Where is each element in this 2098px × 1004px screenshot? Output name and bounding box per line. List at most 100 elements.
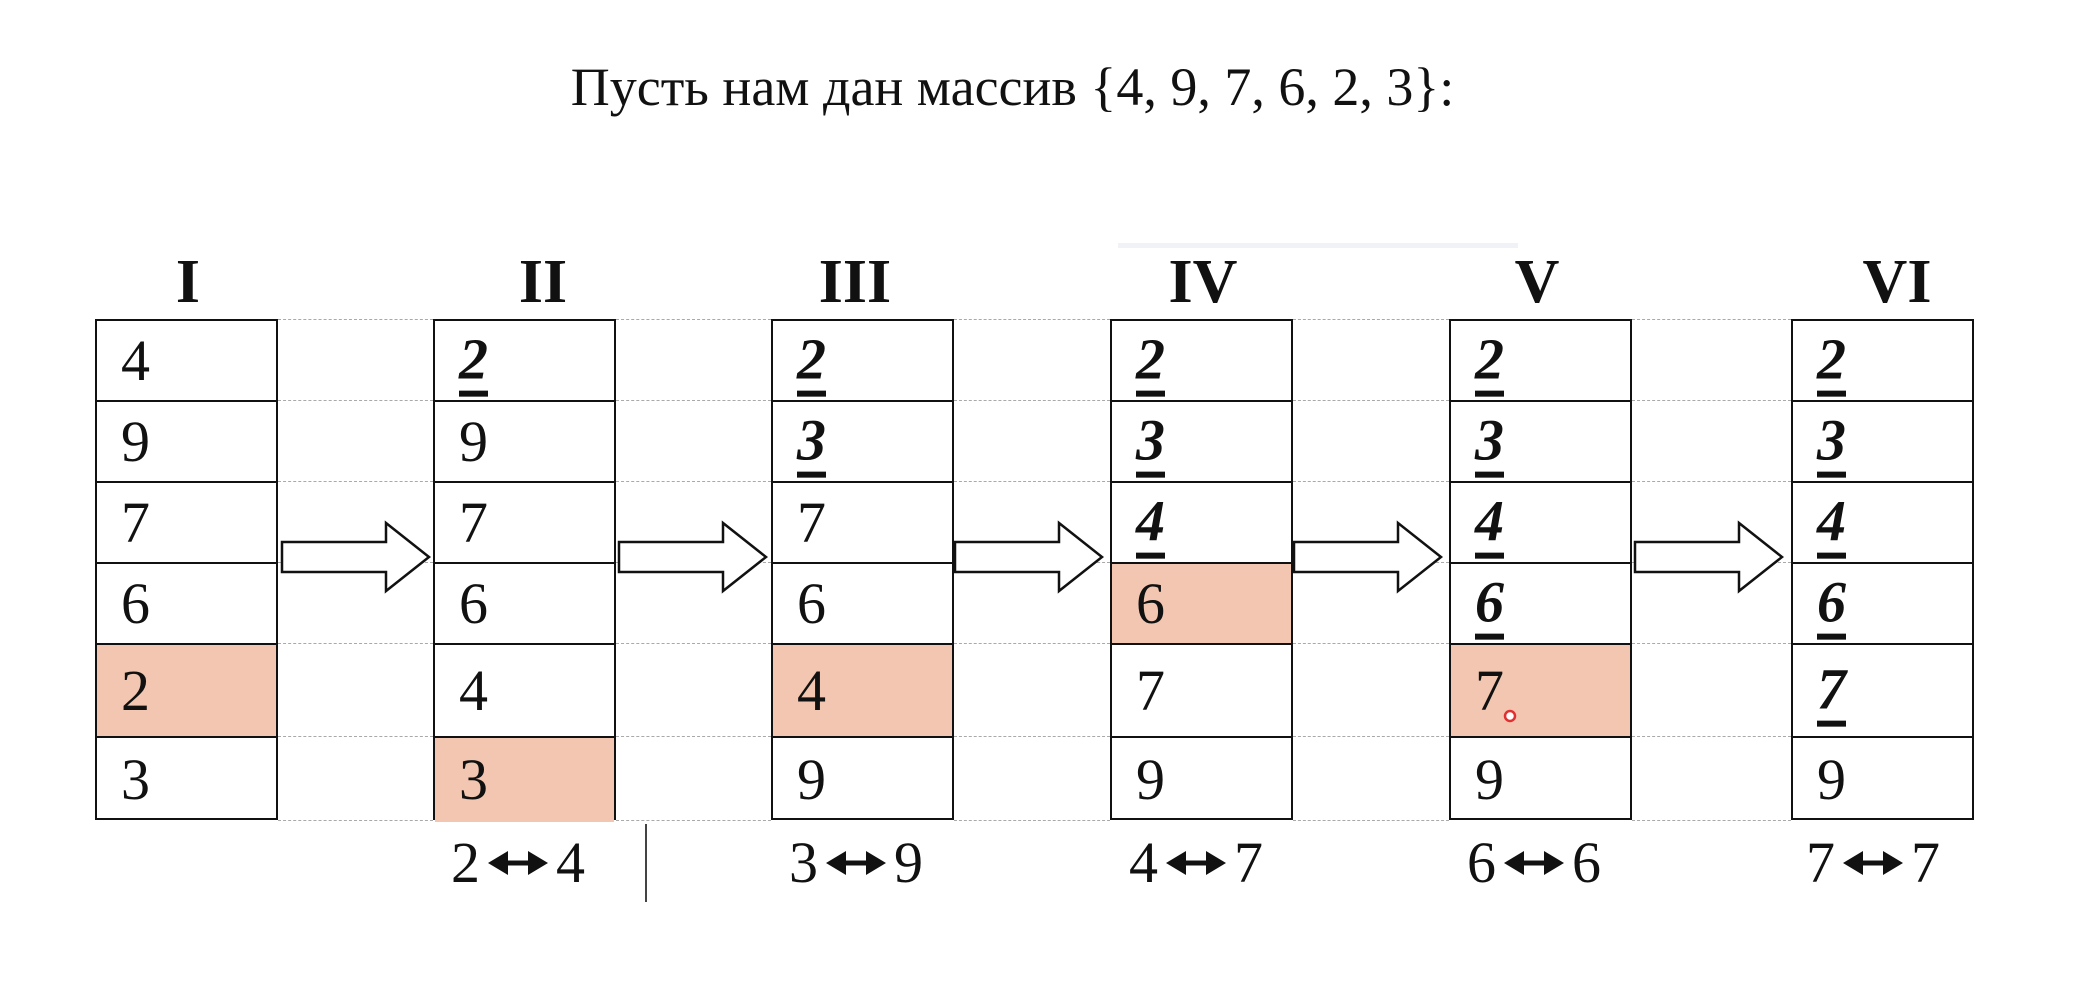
cell-value: 2: [459, 330, 488, 397]
step-arrow-icon: [953, 520, 1105, 594]
cell-value: 6: [797, 570, 826, 636]
cell-value: 2: [121, 657, 150, 723]
sorted-cell: 4: [1451, 483, 1630, 564]
stage-label: III: [818, 248, 892, 316]
row-guide-line: [278, 643, 433, 644]
array-cell: 7: [1112, 645, 1291, 738]
sorted-cell: 6: [1451, 564, 1630, 645]
array-cell: 6: [773, 564, 952, 645]
row-guide-line: [954, 481, 1110, 482]
row-guide-line: [954, 736, 1110, 737]
step-arrow-icon: [617, 520, 769, 594]
array-cell: 4: [97, 321, 276, 402]
swap-arrow-icon: [1166, 851, 1226, 875]
row-guide-line: [1293, 820, 1449, 821]
cell-value: 4: [1817, 492, 1846, 559]
array-cell: 4: [435, 645, 614, 738]
sorted-cell: 3: [773, 402, 952, 483]
row-guide-line: [954, 820, 1110, 821]
step-arrow-icon: [1633, 520, 1785, 594]
cell-value: 6: [1817, 573, 1846, 640]
array-cell: 9: [1451, 738, 1630, 822]
array-cell: 7: [97, 483, 276, 564]
row-guide-line: [278, 319, 433, 320]
row-guide-line: [1293, 481, 1449, 482]
row-guide-line: [1632, 400, 1791, 401]
row-guide-line: [954, 319, 1110, 320]
row-guide-line: [1632, 820, 1791, 821]
cell-value: 9: [1136, 747, 1165, 812]
cell-value: 3: [1817, 411, 1846, 478]
cell-value: 6: [1475, 573, 1504, 640]
row-guide-line: [1293, 736, 1449, 737]
row-guide-line: [954, 400, 1110, 401]
row-guide-line: [954, 643, 1110, 644]
sorted-cell: 3: [1793, 402, 1972, 483]
sorted-cell: 3: [1451, 402, 1630, 483]
swap-to-value: 4: [556, 830, 585, 895]
array-cell: 9: [97, 402, 276, 483]
array-cell: 9: [773, 738, 952, 822]
sorted-cell: 2: [435, 321, 614, 402]
array-cell: 9: [1793, 738, 1972, 822]
row-guide-line: [616, 643, 771, 644]
sorted-cell: 2: [1793, 321, 1972, 402]
cell-value: 3: [121, 747, 150, 812]
cell-value: 4: [459, 657, 488, 723]
swap-to-value: 7: [1234, 830, 1263, 895]
cell-value: 2: [797, 330, 826, 397]
swap-from-value: 7: [1806, 830, 1835, 895]
cell-value: 3: [459, 747, 488, 812]
row-guide-line: [1293, 643, 1449, 644]
cell-value: 7: [459, 489, 488, 555]
cell-value: 6: [1136, 570, 1165, 636]
stage-label: I: [175, 248, 201, 316]
cell-value: 7: [1817, 660, 1846, 727]
cell-value: 4: [1136, 492, 1165, 559]
cell-value: 2: [1475, 330, 1504, 397]
row-guide-line: [1632, 643, 1791, 644]
step-arrow-icon: [280, 520, 432, 594]
cell-value: 3: [1136, 411, 1165, 478]
sorted-cell: 6: [1793, 564, 1972, 645]
row-guide-line: [1632, 319, 1791, 320]
row-guide-line: [616, 481, 771, 482]
row-guide-line: [278, 481, 433, 482]
row-guide-line: [1293, 319, 1449, 320]
row-guide-line: [616, 400, 771, 401]
sorted-cell: 2: [1451, 321, 1630, 402]
swap-to-value: 6: [1572, 830, 1601, 895]
swap-from-value: 6: [1467, 830, 1496, 895]
swap-from-value: 3: [789, 830, 818, 895]
array-column: 2 3 4 6 7 9: [1791, 319, 1974, 820]
array-cell: 6: [435, 564, 614, 645]
row-guide-line: [278, 736, 433, 737]
swap-arrow-icon: [488, 851, 548, 875]
cell-value: 4: [797, 657, 826, 723]
array-column: 2 3 4 6 7 9: [1110, 319, 1293, 820]
array-cell: 7: [773, 483, 952, 564]
divider-line: [645, 824, 647, 902]
cell-value: 9: [121, 408, 150, 474]
step-arrow-icon: [1292, 520, 1444, 594]
cell-value: 4: [121, 327, 150, 393]
cell-value: 9: [1475, 747, 1504, 812]
min-cell: 7: [1451, 645, 1630, 738]
row-guide-line: [616, 820, 771, 821]
slide-title: Пусть нам дан массив {4, 9, 7, 6, 2, 3}:: [570, 57, 1455, 117]
cell-value: 4: [1475, 492, 1504, 559]
row-guide-line: [616, 319, 771, 320]
sorted-cell: 3: [1112, 402, 1291, 483]
min-cell: 3: [435, 738, 614, 822]
sorted-cell: 7: [1793, 645, 1972, 738]
cell-value: 2: [1136, 330, 1165, 397]
row-guide-line: [1632, 481, 1791, 482]
cell-value: 6: [121, 570, 150, 636]
min-cell: 4: [773, 645, 952, 738]
